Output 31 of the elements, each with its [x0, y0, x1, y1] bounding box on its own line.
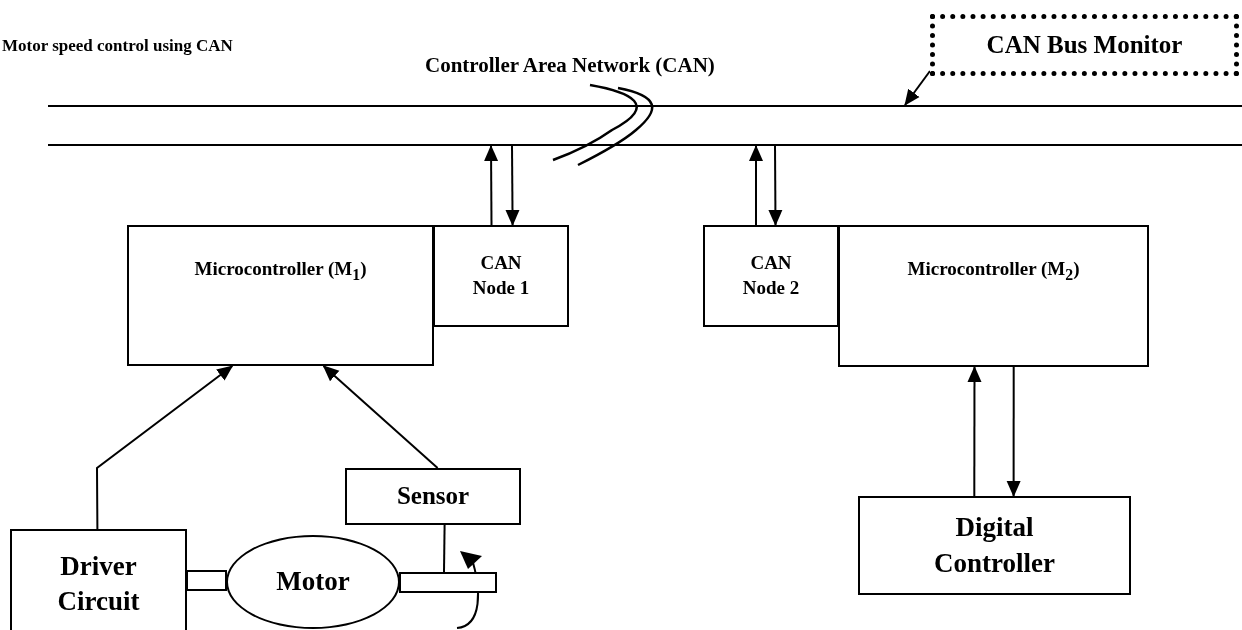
node-label: Digital Controller	[933, 511, 1056, 580]
arrow	[322, 365, 439, 469]
node-label: CAN Node 1	[471, 251, 531, 300]
node-label: Motor	[276, 565, 350, 599]
block-box	[127, 225, 434, 366]
block-box	[838, 225, 1149, 367]
arrow	[1006, 366, 1021, 497]
arrow	[768, 145, 783, 226]
arrow	[904, 70, 931, 106]
motor-shaft	[399, 572, 497, 593]
node-label: Driver Circuit	[56, 549, 141, 618]
bus-title: Controller Area Network (CAN)	[425, 53, 715, 78]
block-box	[433, 225, 569, 327]
arrow	[484, 145, 499, 226]
arrow	[505, 145, 520, 226]
arrow	[967, 366, 982, 497]
node-label: CAN Node 2	[741, 251, 801, 300]
block-box	[858, 496, 1131, 595]
block-box	[703, 225, 839, 327]
arrow	[96, 365, 234, 530]
arrow	[749, 145, 763, 226]
node-label: Sensor	[396, 481, 470, 512]
monitor-box	[930, 14, 1239, 76]
block-box	[10, 529, 187, 630]
motor-shaft	[186, 570, 227, 591]
node-label: Microcontroller (M$_{1}$)	[194, 257, 367, 285]
node-label: Microcontroller (M$_{2}$)	[907, 257, 1080, 285]
node-label: CAN Bus Monitor	[986, 29, 1183, 60]
connector-line	[443, 524, 446, 573]
block-box	[345, 468, 521, 525]
diagram-title: Motor speed control using CAN	[2, 36, 233, 56]
